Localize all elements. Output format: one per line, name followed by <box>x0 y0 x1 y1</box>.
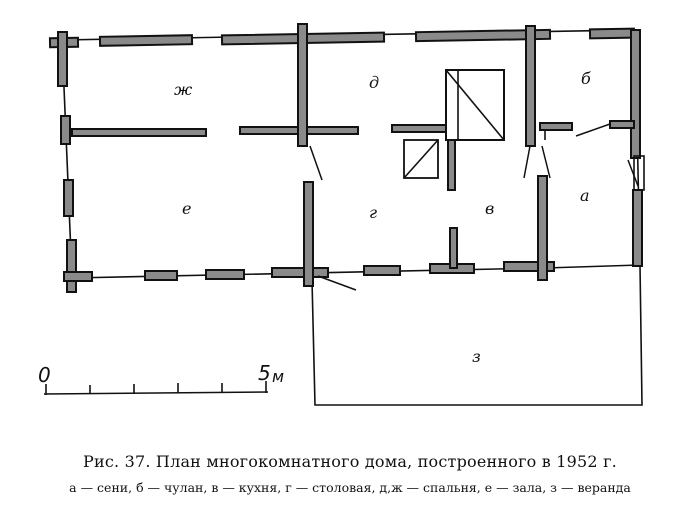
left-wall-segments <box>57 31 77 293</box>
stove <box>445 69 505 141</box>
room-label-z: з <box>472 347 481 366</box>
door-swings <box>309 123 639 291</box>
room-label-g: г <box>369 203 377 222</box>
room-label-d: д <box>369 73 379 92</box>
interior-vertical-walls <box>297 23 548 287</box>
interior-horizontal-walls <box>71 120 635 137</box>
room-label-a: а <box>580 186 590 205</box>
room-label-v: в <box>485 199 494 218</box>
figure-caption-legend: а — сени, б — чулан, в — кухня, г — стол… <box>69 480 631 495</box>
scale-unit-label: м <box>272 367 284 386</box>
figure-caption-title: Рис. 37. План многокомнатного дома, пост… <box>83 452 617 471</box>
right-wall-segments <box>630 29 645 267</box>
scale-bar: 0 5 м <box>38 361 284 395</box>
room-label-e: е <box>182 199 191 218</box>
room-label-b: б <box>581 69 591 88</box>
room-label-zh: ж <box>174 80 193 99</box>
veranda-outline <box>311 264 643 406</box>
hearth <box>403 139 439 179</box>
thin-walls <box>61 29 641 279</box>
scale-end-label: 5 <box>258 361 271 385</box>
scale-start-label: 0 <box>38 363 51 387</box>
top-wall-segments <box>48 27 636 49</box>
